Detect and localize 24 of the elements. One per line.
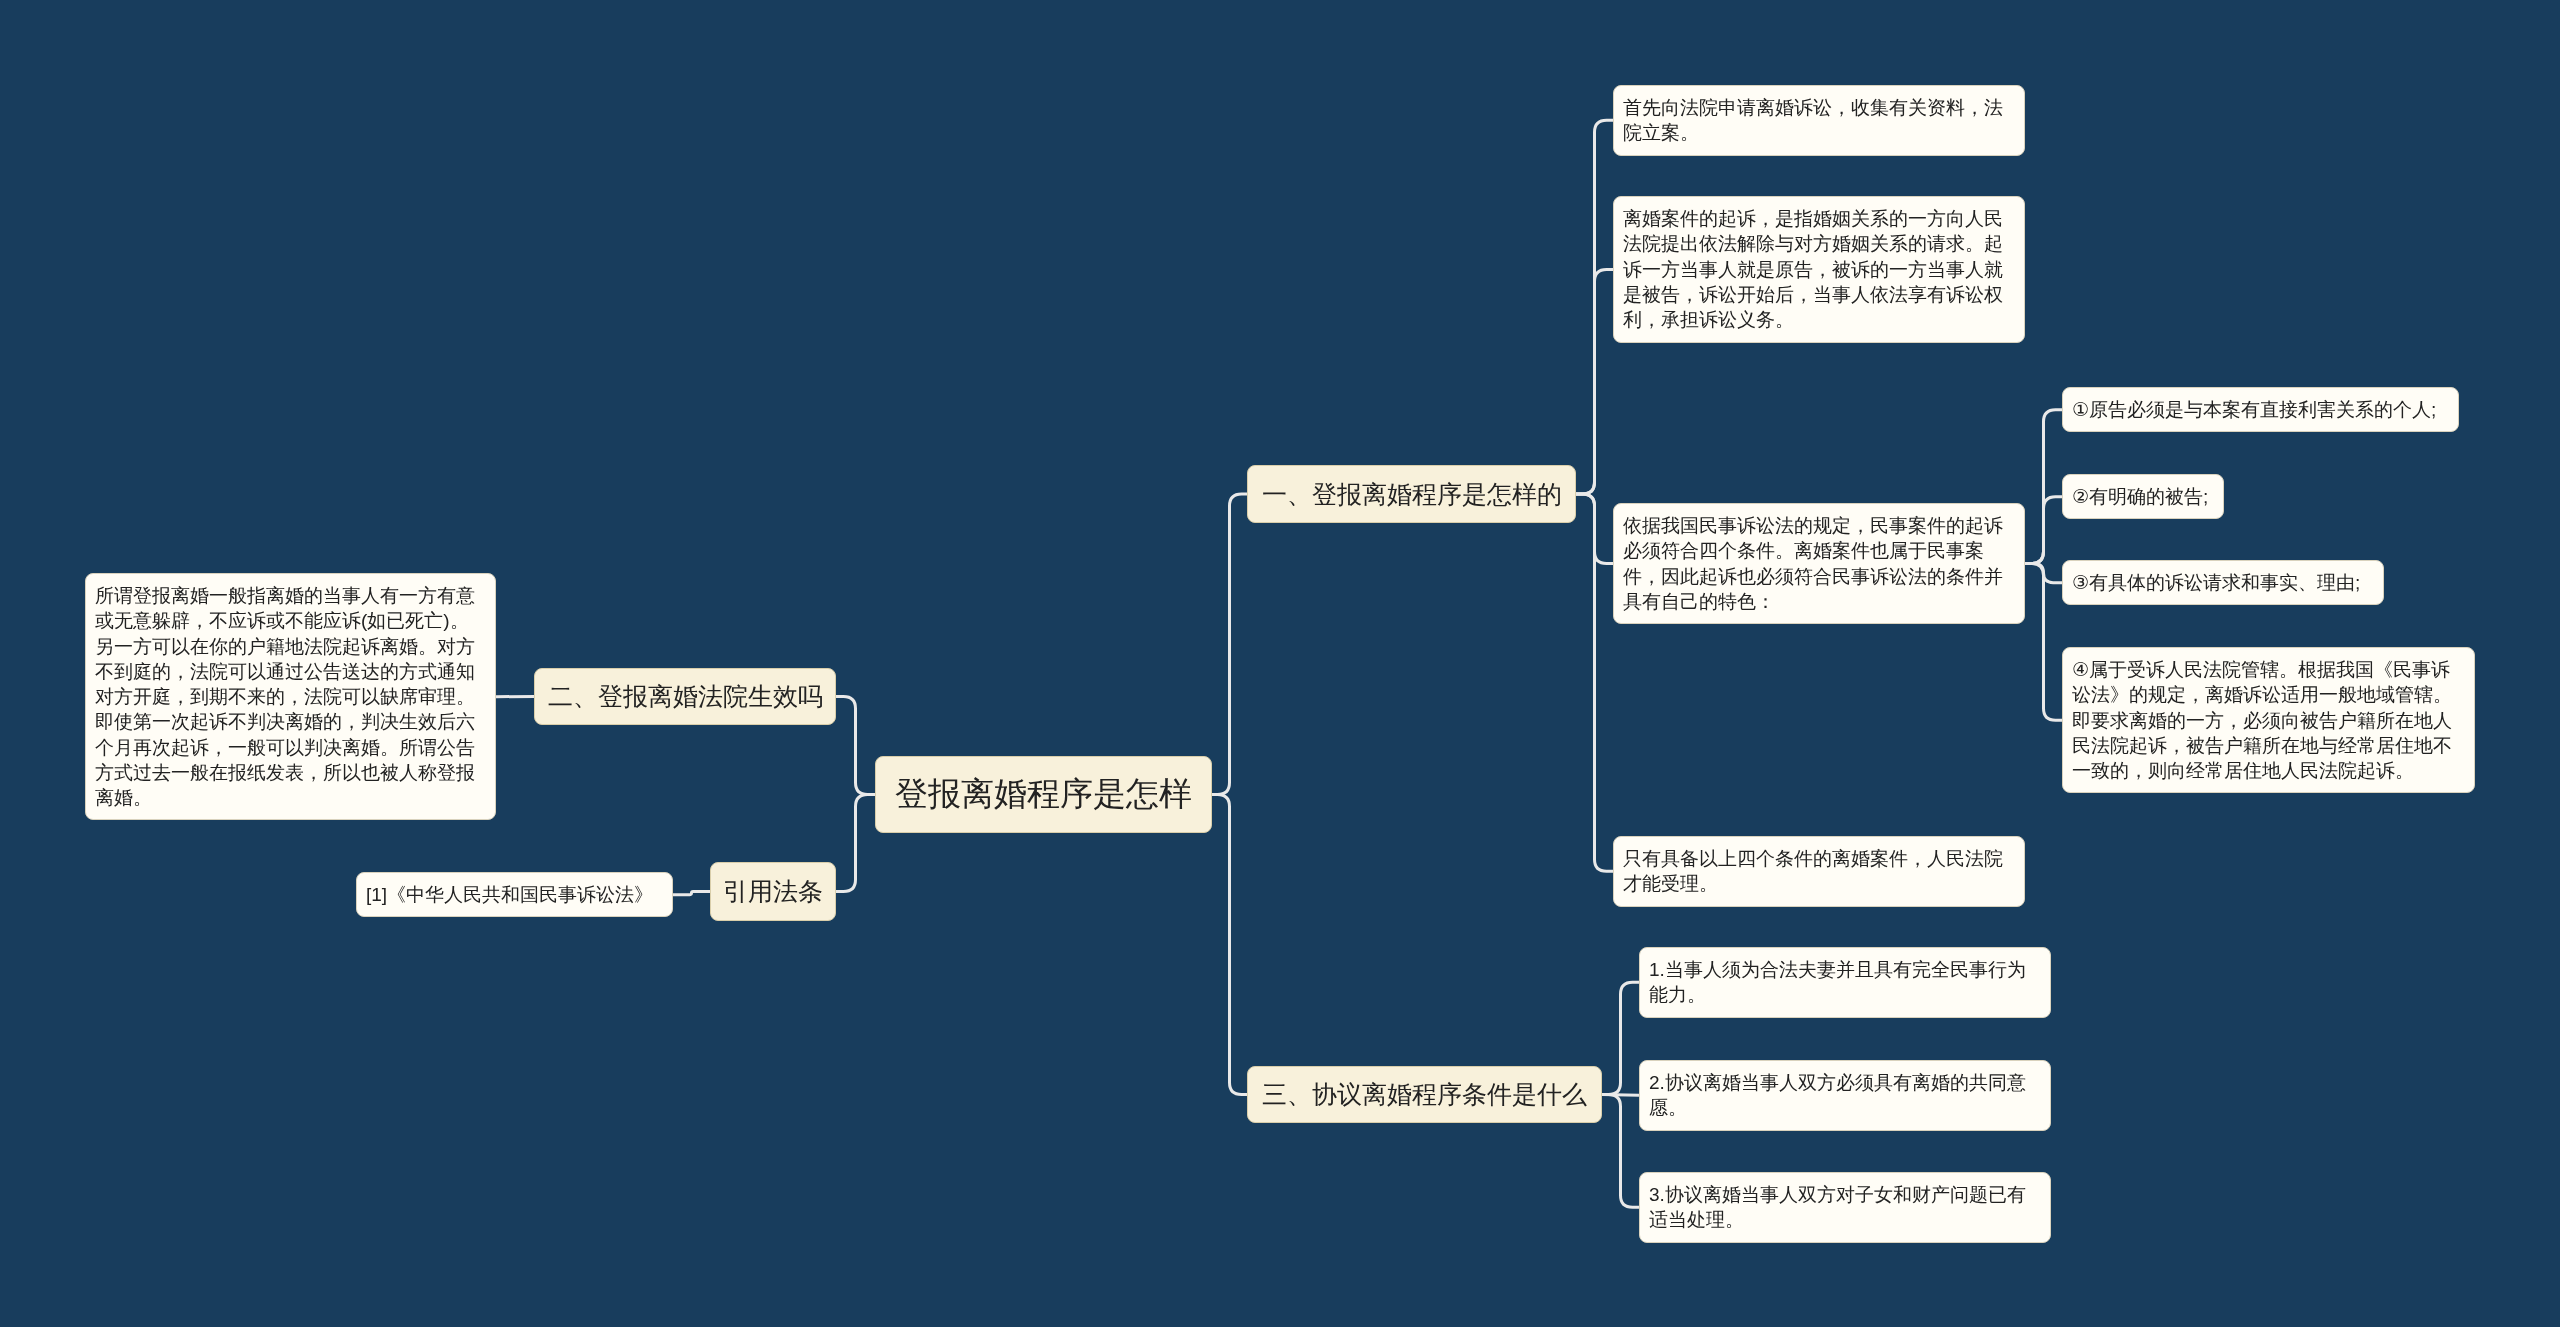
- note-box: ①原告必须是与本案有直接利害关系的个人;: [2062, 387, 2459, 433]
- connector-line: [496, 695, 534, 699]
- note-box: ④属于受诉人民法院管辖。根据我国《民事诉讼法》的规定，离婚诉讼适用一般地域管辖。即要求离婚的一方，必须向被告户籍所在地人民法院起诉，被告户籍所在地与经常居住地不一致的，则向经常居住地人民法院起诉。: [2062, 647, 2475, 794]
- topic-box: 二、登报离婚法院生效吗: [534, 668, 836, 725]
- note-box: 首先向法院申请离婚诉讼，收集有关资料，法院立案。: [1613, 85, 2025, 156]
- connector-line: [2025, 562, 2062, 722]
- note-box: 2.协议离婚当事人双方必须具有离婚的共同意愿。: [1639, 1060, 2051, 1131]
- connector-line: [836, 793, 875, 893]
- note-box: [1]《中华人民共和国民事诉讼法》: [356, 872, 673, 918]
- note-box: ③有具体的诉讼请求和事实、理由;: [2062, 560, 2384, 606]
- connector-line: [1576, 492, 1613, 873]
- connector-line: [673, 890, 710, 897]
- note-box: 3.协议离婚当事人双方对子女和财产问题已有适当处理。: [1639, 1172, 2051, 1243]
- note-box: ②有明确的被告;: [2062, 474, 2224, 520]
- note-box: 只有具备以上四个条件的离婚案件，人民法院才能受理。: [1613, 836, 2025, 907]
- note-box: 离婚案件的起诉，是指婚姻关系的一方向人民法院提出依法解除与对方婚姻关系的请求。起诉一方当事人就是原告，被诉的一方当事人就是被告，诉讼开始后，当事人依法享有诉讼权利，承担诉讼义务。: [1613, 196, 2025, 343]
- note-box: 1.当事人须为合法夫妻并且具有完全民事行为能力。: [1639, 947, 2051, 1018]
- topic-box: 一、登报离婚程序是怎样的: [1247, 465, 1576, 523]
- topic-box: 引用法条: [710, 862, 836, 921]
- note-box: 所谓登报离婚一般指离婚的当事人有一方有意或无意躲辟，不应诉或不能应诉(如已死亡)。另一方可以在你的户籍地法院起诉离婚。对方不到庭的，法院可以通过公告送达的方式通知对方开庭，到期不来的，法院可以缺席审理。即使第一次起诉不判决离婚的，判决生效后六个月再次起诉，一般可以判决离婚。所谓公告方式过去一般在报纸发表，所以也被人称登报离婚。: [85, 573, 496, 821]
- connector-line: [1602, 1093, 1639, 1209]
- topic-box: 三、协议离婚程序条件是什么: [1247, 1066, 1602, 1123]
- central-topic-box: 登报离婚程序是怎样: [875, 756, 1212, 833]
- note-box: 依据我国民事诉讼法的规定，民事案件的起诉必须符合四个条件。离婚案件也属于民事案件，因此起诉也必须符合民事诉讼法的条件并具有自己的特色：: [1613, 503, 2025, 625]
